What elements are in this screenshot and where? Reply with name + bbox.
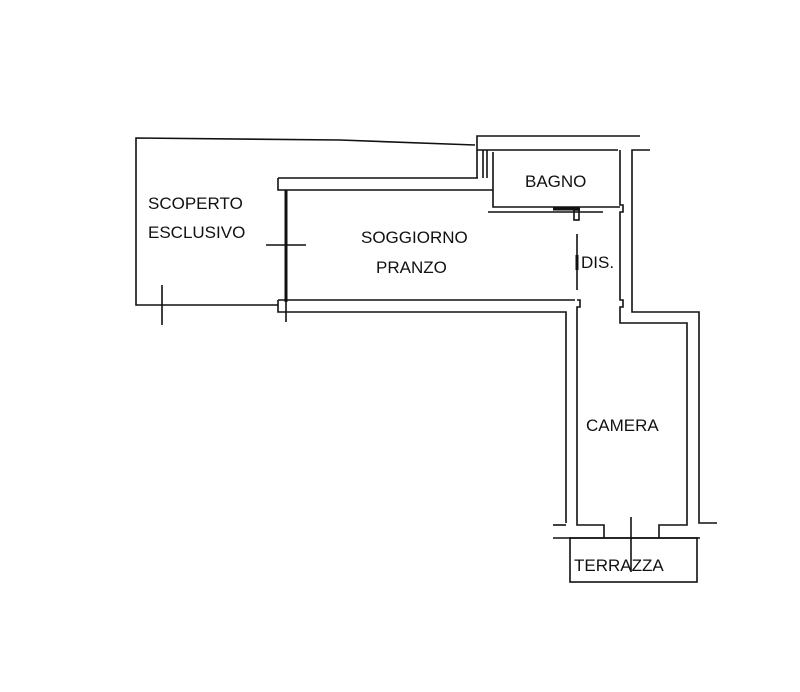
terrazza-outline <box>569 537 698 583</box>
dis-camera-walls <box>553 149 717 572</box>
label-dis: DIS. <box>581 253 614 272</box>
soggiorno-walls <box>266 177 579 523</box>
label-scoperto: SCOPERTO <box>148 194 243 213</box>
scoperto-boundary <box>135 137 476 325</box>
label-camera: CAMERA <box>586 416 659 435</box>
label-soggiorno: SOGGIORNO <box>361 228 468 247</box>
label-terrazza: TERRAZZA <box>574 556 664 575</box>
label-pranzo: PRANZO <box>376 258 447 277</box>
label-esclusivo: ESCLUSIVO <box>148 223 245 242</box>
bagno-walls <box>476 135 640 221</box>
label-bagno: BAGNO <box>525 172 586 191</box>
